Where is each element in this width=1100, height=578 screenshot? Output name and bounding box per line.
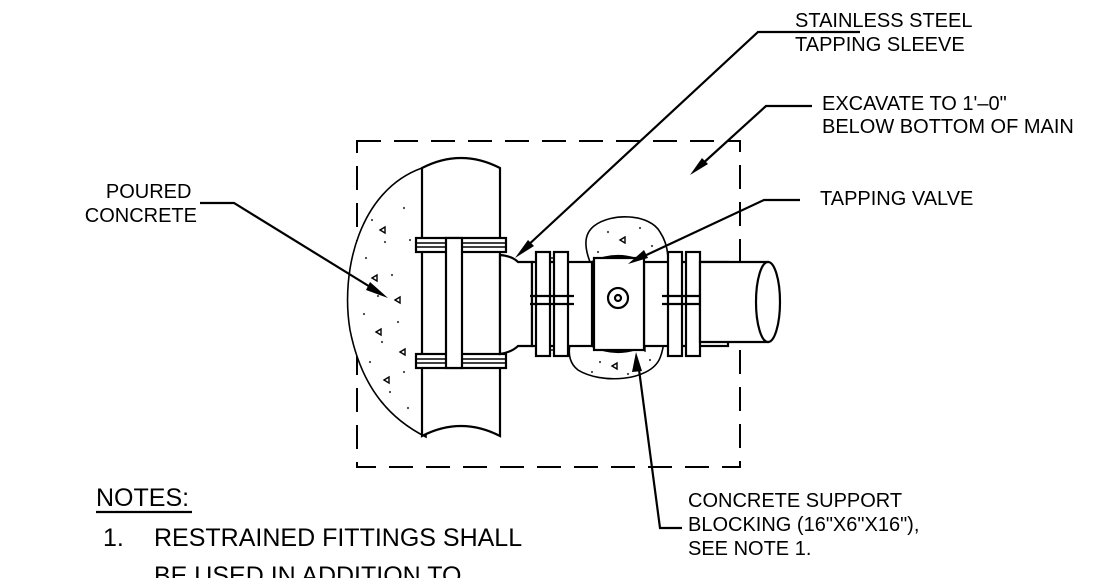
notes-block: NOTES: 1. RESTRAINED FITTINGS SHALL BE U… xyxy=(96,484,528,578)
label-line: TAPPING SLEEVE xyxy=(795,34,965,56)
leader-tapping-valve xyxy=(628,198,800,264)
note-number: 1. xyxy=(103,524,124,552)
tapping-valve xyxy=(590,254,646,354)
label-poured-concrete: POURED CONCRETE xyxy=(85,181,197,227)
label-tapping-sleeve: STAINLESS STEEL TAPPING SLEEVE xyxy=(795,10,977,56)
tapping-sleeve-clamp xyxy=(414,236,508,370)
note-line: BE USED IN ADDITION TO xyxy=(154,562,461,578)
poured-concrete-block xyxy=(346,167,427,439)
leader-support-blocking xyxy=(632,352,682,530)
sleeve-flange xyxy=(530,250,574,358)
leader-poured-concrete xyxy=(200,201,388,298)
label-line: TAPPING VALVE xyxy=(820,188,973,210)
label-line: CONCRETE xyxy=(85,205,197,227)
leader-excavate xyxy=(690,104,812,175)
label-tapping-valve: TAPPING VALVE xyxy=(820,188,973,210)
label-support-blocking: CONCRETE SUPPORT BLOCKING (16"X6"X16"), … xyxy=(688,490,925,560)
label-line: BELOW BOTTOM OF MAIN xyxy=(822,116,1074,138)
leader-tapping-sleeve xyxy=(515,30,860,258)
note-text: RESTRAINED FITTINGS SHALL BE USED IN ADD… xyxy=(154,524,528,578)
excavation-boundary xyxy=(356,140,741,468)
label-line: STAINLESS STEEL xyxy=(795,10,972,32)
notes-heading: NOTES: xyxy=(96,484,189,512)
sleeve-outlet-neck xyxy=(498,253,534,356)
label-line: POURED xyxy=(106,181,192,203)
valve-outlet-flange xyxy=(662,250,706,358)
concrete-speckle-left xyxy=(362,206,412,410)
label-line: SEE NOTE 1. xyxy=(688,538,811,560)
label-excavate: EXCAVATE TO 1'–0" BELOW BOTTOM OF MAIN xyxy=(822,93,1074,138)
label-line: CONCRETE SUPPORT xyxy=(688,490,902,512)
branch-outlet-pipe xyxy=(698,260,782,344)
valve-operating-nut xyxy=(606,286,630,310)
label-line: EXCAVATE TO 1'–0" xyxy=(822,93,1007,115)
note-line: RESTRAINED FITTINGS SHALL xyxy=(154,524,522,552)
label-line: BLOCKING (16"X6"X16"), xyxy=(688,514,919,536)
